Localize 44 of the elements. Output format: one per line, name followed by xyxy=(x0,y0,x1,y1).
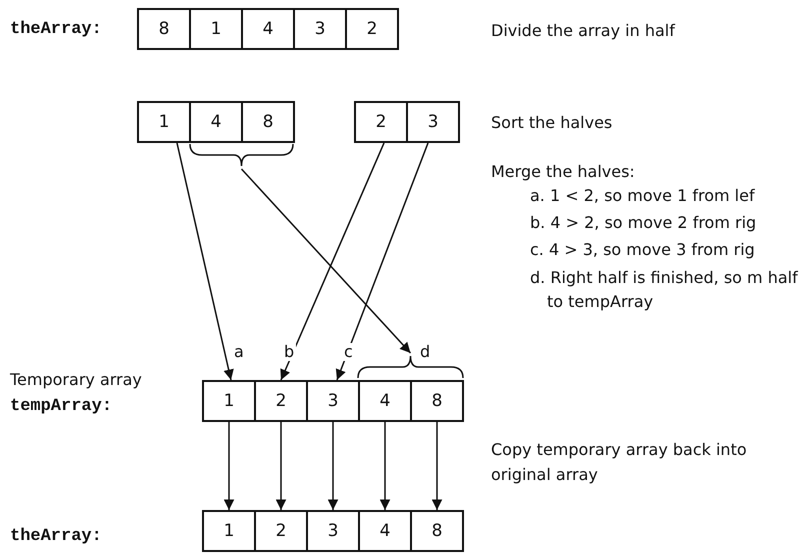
note-text: theArray: xyxy=(10,20,102,40)
arrow xyxy=(280,142,385,380)
array-cell: 1 xyxy=(202,510,256,552)
note-text: Merge the halves: xyxy=(491,162,635,182)
note-text: theArray: xyxy=(10,527,102,547)
arrow xyxy=(224,422,234,510)
array-cell: 3 xyxy=(306,510,360,552)
array-cell: 2 xyxy=(254,510,308,552)
arrow xyxy=(336,142,429,380)
array-cell: 8 xyxy=(410,380,464,422)
array-cell: 4 xyxy=(241,8,295,50)
array-cell: 1 xyxy=(189,8,243,50)
arrow xyxy=(276,422,286,510)
note-text: a. 1 < 2, so move 1 from lef xyxy=(530,186,755,206)
note-text: c. 4 > 3, so move 3 from rig xyxy=(530,240,755,260)
arrow xyxy=(240,168,412,354)
array-cell: 4 xyxy=(358,380,412,422)
array-cell: 4 xyxy=(189,101,243,143)
array-cell: 8 xyxy=(137,8,191,50)
curly-brace xyxy=(189,144,294,167)
array-cell: 8 xyxy=(410,510,464,552)
array-cell: 3 xyxy=(293,8,347,50)
note-text: d. Right half is finished, so m half to tempArray xyxy=(530,267,799,313)
arrow xyxy=(432,422,442,510)
note-text: Sort the halves xyxy=(491,113,612,133)
arrow xyxy=(176,142,234,380)
array-cell: 2 xyxy=(354,101,408,143)
arrow xyxy=(328,422,338,510)
array-cell: 3 xyxy=(306,380,360,422)
array-cell: 2 xyxy=(345,8,399,50)
array-cell: 8 xyxy=(241,101,295,143)
note-text: Temporary array xyxy=(10,370,142,390)
array-cell: 3 xyxy=(406,101,460,143)
array-cell: 4 xyxy=(358,510,412,552)
array-cell: 1 xyxy=(202,380,256,422)
arrow xyxy=(380,422,390,510)
note-text: Copy temporary array back into original array xyxy=(491,439,748,486)
note-text: b. 4 > 2, so move 2 from rig xyxy=(530,213,756,233)
note-text: Divide the array in half xyxy=(491,21,675,41)
note-text: tempArray: xyxy=(10,397,112,417)
array-cell: 2 xyxy=(254,380,308,422)
edge-label: b xyxy=(282,343,296,361)
array-cell: 1 xyxy=(137,101,191,143)
edge-label: c xyxy=(342,343,355,361)
